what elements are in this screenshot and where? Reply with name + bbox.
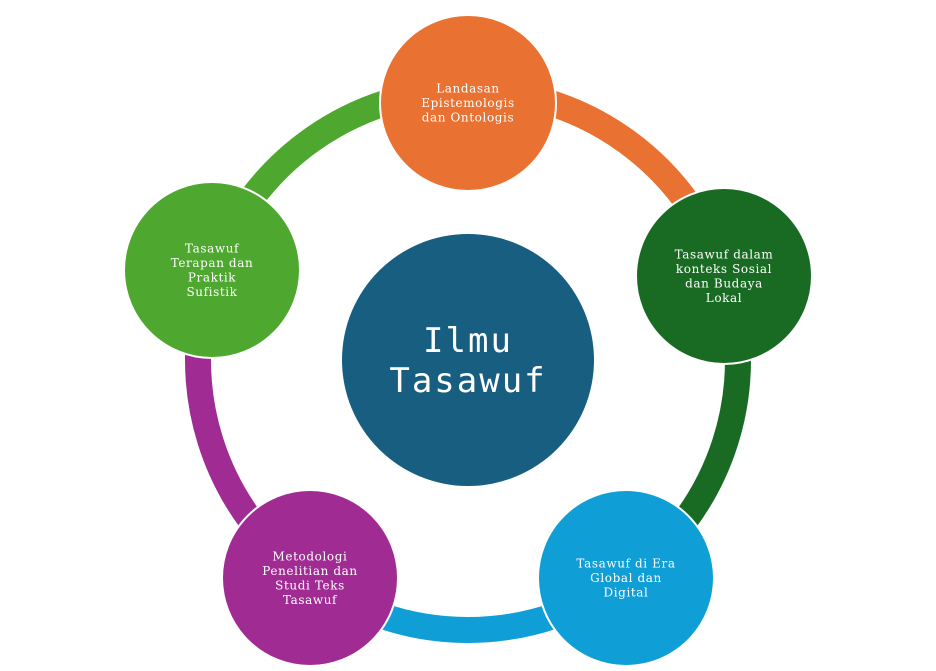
node-label-line: Sufistik [186,285,237,299]
node-circle [123,181,301,359]
center-circle [342,234,594,486]
node-circle [379,14,557,192]
node-label-line: Lokal [706,291,742,305]
node-label-line: Studi Teks [275,578,345,592]
node-label-line: Global dan [590,571,662,585]
cycle-arcs [185,89,751,643]
node-label-line: dan Ontologis [422,111,515,125]
arc-epistemologi [543,89,699,212]
arc-terapan [240,89,393,208]
center-title-line: Tasawuf [389,361,546,401]
node-label-line: Tasawuf [185,241,240,255]
arc-metodologi [185,349,263,530]
node-label-line: dan Budaya [685,276,763,290]
node-label-line: Tasawuf di Era [576,557,675,571]
node-label-line: Praktik [188,270,236,284]
node-label-line: konteks Sosial [676,262,772,276]
arc-sosial-budaya [673,355,751,530]
node-label-line: Epistemologis [421,96,515,110]
arc-era-global [377,603,559,643]
node-label-line: Tasawuf [283,593,338,607]
node-label-line: Terapan dan [171,256,254,270]
node-circle [635,187,813,365]
node-label-line: Tasawuf dalam [675,247,774,261]
node-label-line: Penelitian dan [262,564,357,578]
node-label-line: Digital [604,586,649,600]
node-circle [221,489,399,667]
center-title-line: Ilmu [423,321,513,361]
node-label-line: Landasan [436,82,500,96]
node-circle [537,489,715,667]
node-label-line: Metodologi [273,549,348,563]
